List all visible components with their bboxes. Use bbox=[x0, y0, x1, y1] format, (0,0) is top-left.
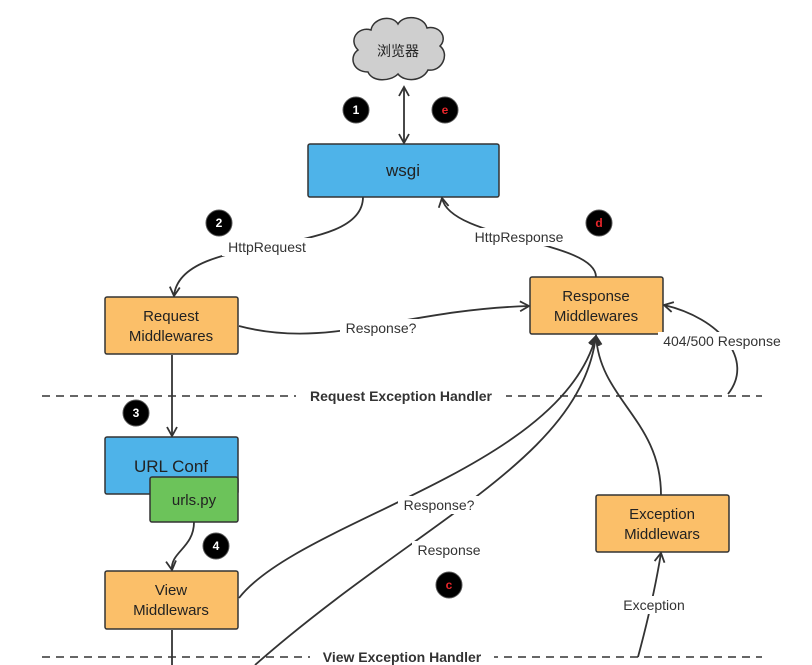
url-conf-label: URL Conf bbox=[134, 457, 208, 476]
response-q-1-label: Response? bbox=[346, 320, 417, 336]
cloud-icon bbox=[352, 16, 446, 81]
browser-label: 浏览器 bbox=[377, 43, 419, 59]
badge-4: 4 bbox=[202, 532, 230, 560]
view-exception-handler-label: View Exception Handler bbox=[323, 649, 482, 665]
badge-d: d bbox=[585, 209, 613, 237]
wsgi-node: wsgi bbox=[307, 143, 500, 198]
exception-mw-line1: Exception bbox=[629, 506, 695, 523]
response-q-2-label: Response? bbox=[404, 497, 475, 513]
view-mw-line1: View bbox=[155, 582, 187, 599]
view-middlewares-node: View Middlewars bbox=[104, 570, 239, 630]
request-middlewares-node: Request Middlewares bbox=[104, 296, 239, 355]
response-edge bbox=[254, 334, 601, 665]
urls-py-node: urls.py bbox=[149, 476, 239, 523]
response-404-500-label: 404/500 Response bbox=[663, 333, 781, 349]
browser-node: 浏览器 bbox=[352, 16, 446, 81]
exception-mw-line2: Middlewars bbox=[624, 526, 700, 543]
svg-text:2: 2 bbox=[216, 216, 223, 230]
response-label: Response bbox=[417, 542, 480, 558]
exception-middlewares-node: Exception Middlewars bbox=[595, 494, 730, 553]
request-mw-line1: Request bbox=[143, 308, 200, 325]
badge-c: c bbox=[435, 571, 463, 599]
exception-mw-to-response-edge bbox=[590, 334, 662, 496]
badge-1: 1 bbox=[342, 96, 370, 124]
response-middlewares-node: Response Middlewares bbox=[529, 276, 664, 335]
svg-text:d: d bbox=[595, 216, 602, 230]
svg-text:1: 1 bbox=[353, 103, 360, 117]
svg-text:c: c bbox=[446, 578, 453, 592]
badge-2: 2 bbox=[205, 209, 233, 237]
response-q-2-edge bbox=[238, 334, 600, 599]
badge-3: 3 bbox=[122, 399, 150, 427]
http-request-label: HttpRequest bbox=[228, 239, 306, 255]
svg-text:3: 3 bbox=[133, 406, 140, 420]
urls-py-label: urls.py bbox=[172, 492, 217, 509]
request-mw-line2: Middlewares bbox=[129, 328, 213, 345]
badge-e: e bbox=[431, 96, 459, 124]
svg-text:4: 4 bbox=[213, 539, 220, 553]
urls-to-view-edge bbox=[165, 521, 195, 572]
svg-text:e: e bbox=[442, 103, 449, 117]
request-exception-handler-label: Request Exception Handler bbox=[310, 388, 493, 404]
view-mw-line2: Middlewars bbox=[133, 602, 209, 619]
exception-label: Exception bbox=[623, 597, 684, 613]
http-response-label: HttpResponse bbox=[475, 229, 564, 245]
response-mw-line1: Response bbox=[562, 288, 630, 305]
response-mw-line2: Middlewares bbox=[554, 308, 638, 325]
wsgi-label: wsgi bbox=[385, 161, 420, 180]
